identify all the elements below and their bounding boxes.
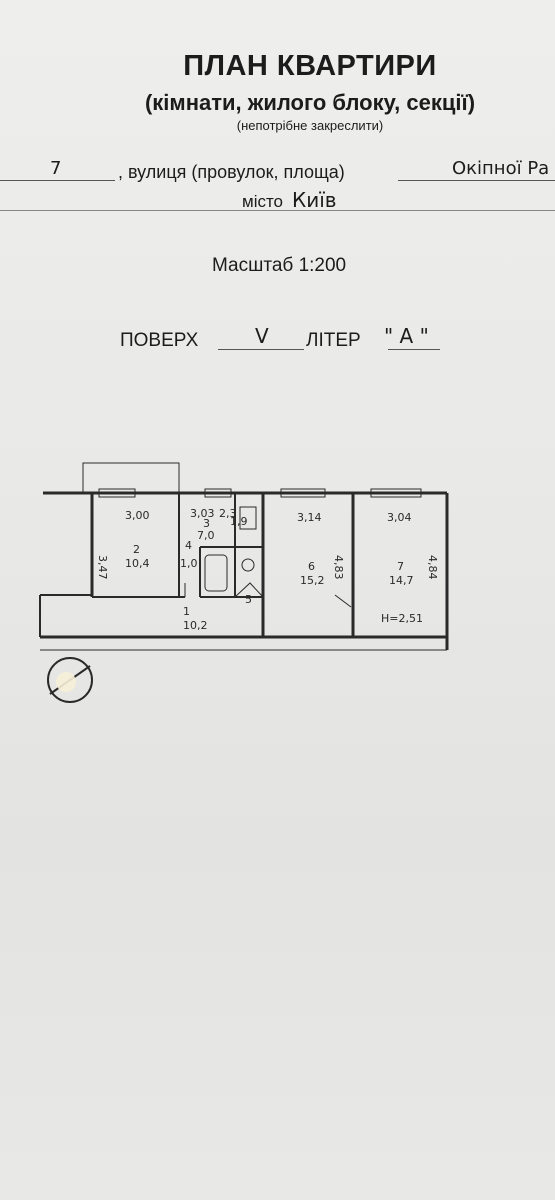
floor-value: V bbox=[255, 324, 269, 348]
room6-width: 3,14 bbox=[297, 511, 322, 524]
room1-number: 1 bbox=[183, 605, 190, 618]
scale-label: Масштаб 1:200 bbox=[212, 255, 347, 276]
dim-3: 1,0 bbox=[180, 557, 198, 570]
room6-height: 4,83 bbox=[332, 555, 345, 580]
room4-number: 4 bbox=[185, 539, 192, 552]
room2-number: 2 bbox=[133, 543, 140, 556]
room7-height: 4,84 bbox=[426, 555, 439, 580]
city-rule bbox=[0, 210, 555, 211]
liter-value: " А " bbox=[384, 324, 429, 348]
city-value: Київ bbox=[292, 188, 337, 212]
street-line bbox=[398, 180, 555, 181]
floor-label: ПОВЕРХ bbox=[120, 330, 199, 351]
house-number-value: 7 bbox=[50, 158, 62, 179]
room3-area: 7,0 bbox=[197, 529, 215, 542]
room7-area: 14,7 bbox=[389, 574, 414, 587]
document-title: ПЛАН КВАРТИРИ bbox=[183, 50, 437, 82]
street-label: , вулиця (провулок, площа) bbox=[118, 162, 345, 182]
compass-icon bbox=[47, 657, 93, 703]
ceiling-height: Н=2,51 bbox=[381, 612, 423, 625]
floor-plan: 3,00 3,47 2 10,4 3,03 3 7,0 4 5 1 10,2 3… bbox=[39, 462, 449, 651]
room2-height: 3,47 bbox=[96, 555, 109, 580]
city-label: місто bbox=[242, 192, 284, 211]
dim-1: 2,3 bbox=[219, 507, 237, 520]
room7-width: 3,04 bbox=[387, 511, 412, 524]
room2-width: 3,00 bbox=[125, 509, 150, 522]
liter-line bbox=[388, 349, 440, 350]
room2-area: 10,4 bbox=[125, 557, 150, 570]
room6-number: 6 bbox=[308, 560, 315, 573]
document-subtitle: (кімнати, жилого блоку, секції) bbox=[144, 90, 476, 115]
room5-number: 5 bbox=[245, 593, 252, 606]
dim-2: 1,9 bbox=[230, 515, 248, 528]
liter-label: ЛІТЕР bbox=[306, 330, 361, 351]
strike-note: (непотрібне закреслити) bbox=[236, 118, 384, 133]
street-value: Окіпної Ра bbox=[452, 158, 550, 179]
room1-area: 10,2 bbox=[183, 619, 208, 632]
floor-line bbox=[218, 349, 304, 350]
house-number-line bbox=[0, 180, 115, 181]
room6-area: 15,2 bbox=[300, 574, 325, 587]
room3-number: 3 bbox=[203, 517, 210, 530]
room3-width: 3,03 bbox=[190, 507, 215, 520]
room7-number: 7 bbox=[397, 560, 404, 573]
